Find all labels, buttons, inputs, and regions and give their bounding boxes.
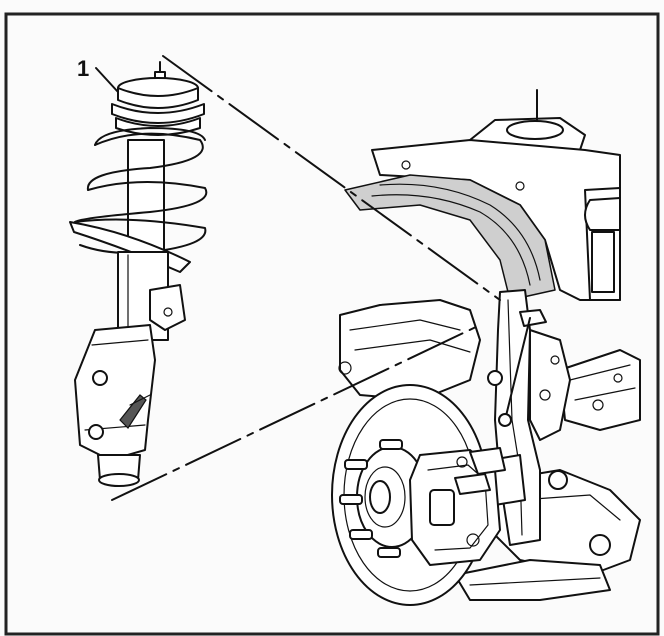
upper-strut-mount [111, 77, 205, 136]
figure-frame [4, 12, 660, 636]
strut-assembly [69, 61, 208, 487]
body-structure [338, 89, 641, 601]
callout-leader [95, 67, 119, 93]
coil-spring [74, 127, 208, 255]
brake-caliper [409, 447, 506, 566]
vehicle-knuckle [489, 289, 571, 546]
leader-lines [111, 55, 501, 501]
callout-label-1: 1 [77, 56, 90, 81]
stabilizer-link [487, 309, 547, 427]
